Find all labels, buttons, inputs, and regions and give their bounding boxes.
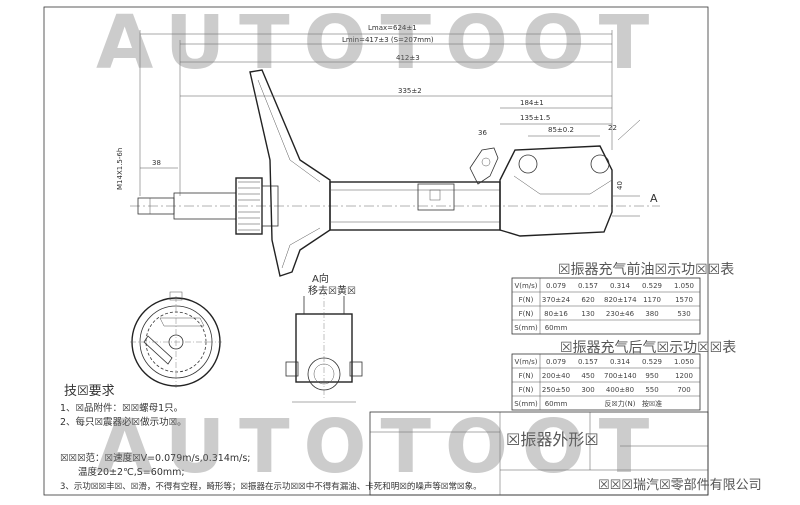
table-cell: 550 — [645, 386, 659, 394]
table-cell: 700 — [677, 386, 691, 394]
requirement-1: 1、☒品附件：☒☒螺母1只。 — [60, 403, 184, 414]
spring-seat — [249, 69, 331, 277]
table-cell: 80±16 — [544, 310, 568, 318]
dim-thread: M14X1.5-6h — [116, 148, 124, 190]
dimension-lines — [139, 30, 641, 196]
requirements-title: 技☒要求 — [64, 384, 115, 399]
requirement-3: 3、示功☒☒丰☒、☒滑，不得有空程，畸形等；☒振器在示功☒☒中不得有漏油、卡死和… — [60, 482, 482, 492]
table-cell: 530 — [677, 310, 691, 318]
table-cell: 0.314 — [609, 282, 631, 290]
table-cell: 620 — [581, 296, 595, 304]
dim-40: 40 — [616, 181, 624, 190]
table-row: S(mm) 60mm — [512, 321, 700, 335]
table-row-header: V(m/s) — [514, 282, 538, 290]
dim-lmax: Lmax=624±1 — [368, 24, 417, 32]
table-row-header: F(N) — [518, 386, 534, 394]
table-cell: 0.529 — [641, 282, 663, 290]
table-cell: 60mm — [544, 324, 568, 332]
table-cell: 820±174 — [604, 296, 637, 304]
brake-hose-bracket — [417, 183, 455, 211]
dim-335: 335±2 — [398, 87, 422, 95]
lower-bolt-hole — [590, 154, 610, 174]
table-row-header: F(N) — [518, 296, 534, 304]
view-a-detail — [285, 290, 363, 403]
requirement-test-spec: ☒☒☒范：☒速度☒V=0.079m/s,0.314m/s; — [60, 453, 251, 464]
table-cell: 130 — [581, 310, 595, 318]
dim-38: 38 — [152, 159, 161, 167]
requirement-2: 2、每只☒震器必☒做示功☒。 — [60, 417, 187, 428]
table-cell: 1570 — [675, 296, 693, 304]
table-row-header: S(mm) — [514, 324, 538, 332]
table-row-header: S(mm) — [514, 400, 538, 408]
table-frames — [369, 277, 709, 496]
table-cell: 0.529 — [641, 358, 663, 366]
dim-85: 85±0.2 — [548, 126, 574, 134]
company-name: ☒☒☒瑞汽☒零部件有限公司 — [598, 478, 762, 493]
table-cell: 1.050 — [673, 358, 695, 366]
table-cell: 300 — [581, 386, 595, 394]
table-cell: 0.079 — [545, 282, 567, 290]
view-marker-a: A — [650, 192, 658, 205]
dim-412: 412±3 — [396, 54, 420, 62]
table-cell: 按☒准 — [641, 400, 663, 408]
table-cell: 250±50 — [541, 386, 571, 394]
table-cell: 950 — [645, 372, 659, 380]
table-row-header: F(N) — [518, 310, 534, 318]
table-row-header: F(N) — [518, 372, 534, 380]
view-a-note: 移去☒黄☒ — [308, 284, 356, 297]
table-cell: 1.050 — [673, 282, 695, 290]
table-cell: 1170 — [643, 296, 661, 304]
top-mount-detail-view — [130, 291, 222, 388]
table-cell: 反☒力(N) — [604, 400, 636, 408]
upper-bolt-hole — [518, 154, 538, 174]
table-cell: 0.157 — [577, 358, 599, 366]
table-row: F(N) 80±16 130 230±46 380 530 — [512, 307, 700, 321]
dim-22: 22 — [608, 124, 617, 132]
table-cell: 400±80 — [605, 386, 635, 394]
table-cell: 370±24 — [541, 296, 571, 304]
table-cell: 200±40 — [541, 372, 571, 380]
title-block — [369, 411, 709, 496]
part-name: ☒振器外形☒ — [506, 430, 599, 449]
table-row-header: V(m/s) — [514, 358, 538, 366]
table-cell: 450 — [581, 372, 595, 380]
dim-36: 36 — [478, 129, 487, 137]
table-cell: 0.157 — [577, 282, 599, 290]
dim-lmin: Lmin=417±3 (S=207mm) — [342, 36, 434, 44]
table-cell: 230±46 — [605, 310, 635, 318]
knuckle-bracket — [499, 145, 613, 237]
table-row: V(m/s) 0.079 0.157 0.314 0.529 1.050 — [512, 355, 700, 369]
table-row: F(N) 200±40 450 700±140 950 1200 — [512, 369, 700, 383]
front-table-title: ☒振器充气前油☒示功☒☒表 — [558, 262, 735, 278]
table-row: F(N) 370±24 620 820±174 1170 1570 — [512, 293, 700, 307]
table-row: F(N) 250±50 300 400±80 550 700 — [512, 383, 700, 397]
table-row: S(mm) 60mm 反☒力(N) 按☒准 — [512, 397, 700, 411]
table-cell: 0.079 — [545, 358, 567, 366]
dim-184: 184±1 — [520, 99, 544, 107]
table-cell: 60mm — [544, 400, 568, 408]
view-a-title: A向 — [312, 272, 329, 285]
table-row: V(m/s) 0.079 0.157 0.314 0.529 1.050 — [512, 279, 700, 293]
sensor-bracket — [469, 147, 499, 185]
table-cell: 0.314 — [609, 358, 631, 366]
table-cell: 1200 — [675, 372, 693, 380]
rear-table-title: ☒振器充气后气☒示功☒☒表 — [560, 340, 737, 356]
dim-135: 135±1.5 — [520, 114, 550, 122]
table-cell: 380 — [645, 310, 659, 318]
shock-absorber-side-view — [130, 69, 660, 277]
requirement-test-temp: 温度20±2℃,S=60mm; — [78, 467, 185, 478]
table-cell: 700±140 — [604, 372, 637, 380]
